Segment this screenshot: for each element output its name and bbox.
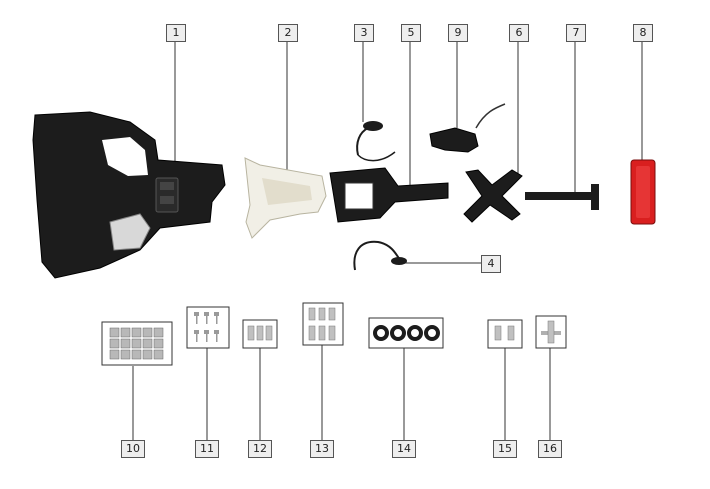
callout-15: 15 [493, 440, 517, 458]
kit-10-clips [101, 321, 173, 366]
callout-14: 14 [392, 440, 416, 458]
callout-13: 13 [310, 440, 334, 458]
mudguard-bracket-part [244, 157, 327, 239]
callout-1: 1 [166, 24, 186, 42]
undertray-part [32, 111, 226, 279]
kit-15-bolts [487, 319, 523, 349]
callout-11: 11 [195, 440, 219, 458]
indicator-cable-part [356, 121, 396, 162]
callout-3: 3 [354, 24, 374, 42]
x-bracket-part [463, 169, 523, 223]
kit-12-bolts [242, 319, 278, 349]
callout-10: 10 [121, 440, 145, 458]
callout-7: 7 [566, 24, 586, 42]
callout-2: 2 [278, 24, 298, 42]
callout-12: 12 [248, 440, 272, 458]
kit-13-bolts [302, 302, 344, 346]
kit-16-bolt [535, 315, 567, 349]
wiring-cable-part [353, 240, 407, 271]
callout-6: 6 [509, 24, 529, 42]
reflector-bracket-part [525, 184, 599, 210]
kit-14-grommets [368, 317, 444, 349]
leader-lines [132, 40, 643, 440]
red-reflector-part [630, 159, 656, 225]
callout-16: 16 [538, 440, 562, 458]
callout-9: 9 [448, 24, 468, 42]
callout-8: 8 [633, 24, 653, 42]
license-bracket-part [329, 167, 449, 223]
plate-light-part [429, 103, 506, 153]
callout-5: 5 [401, 24, 421, 42]
kit-11-screws [186, 306, 230, 349]
callout-4: 4 [481, 255, 501, 273]
